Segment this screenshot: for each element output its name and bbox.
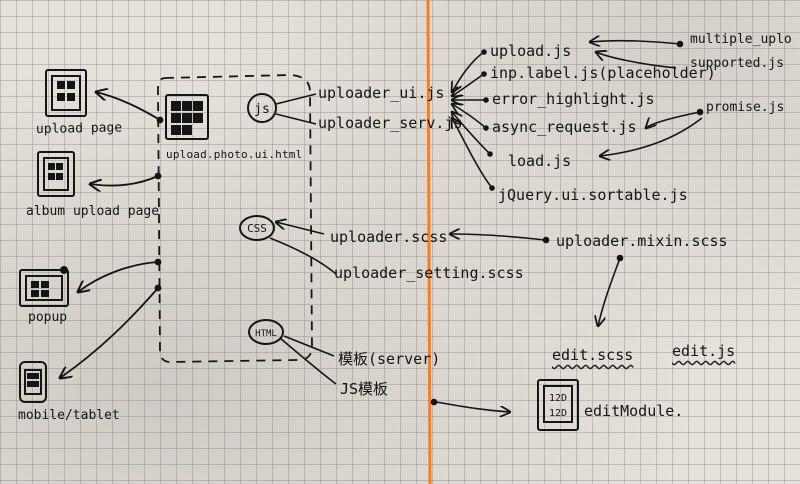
svg-text:12D: 12D xyxy=(549,393,567,404)
mobile-tablet-label: mobile/tablet xyxy=(18,408,120,423)
error-highlight-js-label: error_highlight.js xyxy=(492,90,655,108)
mobile-tablet-icon xyxy=(19,361,47,403)
module-boundary xyxy=(157,74,313,363)
connectors-left xyxy=(60,92,164,378)
connectors-middle xyxy=(269,93,624,412)
upload-page-icon xyxy=(45,69,87,117)
album-upload-page-icon xyxy=(37,151,75,197)
edit-js-label: edit.js xyxy=(672,342,736,360)
load-js-label: load.js xyxy=(508,152,572,170)
upload-page-label: upload page xyxy=(35,120,123,137)
main-file-label: upload.photo.ui.html xyxy=(166,148,303,161)
js-badge: js xyxy=(247,93,277,123)
css-badge: CSS xyxy=(239,215,275,241)
upload-js-label: upload.js xyxy=(490,42,572,60)
uploader-setting-scss-label: uploader_setting.scss xyxy=(334,264,524,282)
supported-label: supported.js xyxy=(690,56,784,71)
uploader-mixin-scss-label: uploader.mixin.scss xyxy=(556,232,728,250)
svg-text:12D: 12D xyxy=(549,408,567,419)
uploader-scss-label: uploader.scss xyxy=(330,228,448,246)
edit-module-icon: 12D 12D xyxy=(537,379,579,431)
multiple-upload-label: multiple_uplo xyxy=(690,32,792,47)
js-template-label: JS模板 xyxy=(340,380,389,398)
template-server-label: 模板(server) xyxy=(338,350,441,368)
js-badge-label: js xyxy=(254,102,270,117)
html-badge-label: HTML xyxy=(255,329,277,339)
main-file-icon xyxy=(165,94,209,140)
css-badge-label: CSS xyxy=(247,222,267,235)
html-badge: HTML xyxy=(248,319,284,345)
margin-line xyxy=(426,0,432,484)
popup-label: popup xyxy=(28,310,68,325)
uploader-service-js-label: uploader_serv.js xyxy=(318,114,463,132)
popup-icon xyxy=(19,266,69,307)
promise-js-label: promise.js xyxy=(706,100,785,115)
album-upload-page-label: album upload page xyxy=(26,204,160,219)
connectors-deps xyxy=(452,41,704,191)
jquery-ui-sortable-js-label: jQuery.ui.sortable.js xyxy=(498,186,688,204)
edit-module-label: editModule. xyxy=(584,402,684,420)
edit-scss-label: edit.scss xyxy=(552,346,634,364)
inp-label-js-label: inp.label.js(placeholder) xyxy=(490,64,716,82)
uploader-ui-js-label: uploader_ui.js xyxy=(318,84,445,102)
async-request-js-label: async_request.js xyxy=(492,118,637,136)
